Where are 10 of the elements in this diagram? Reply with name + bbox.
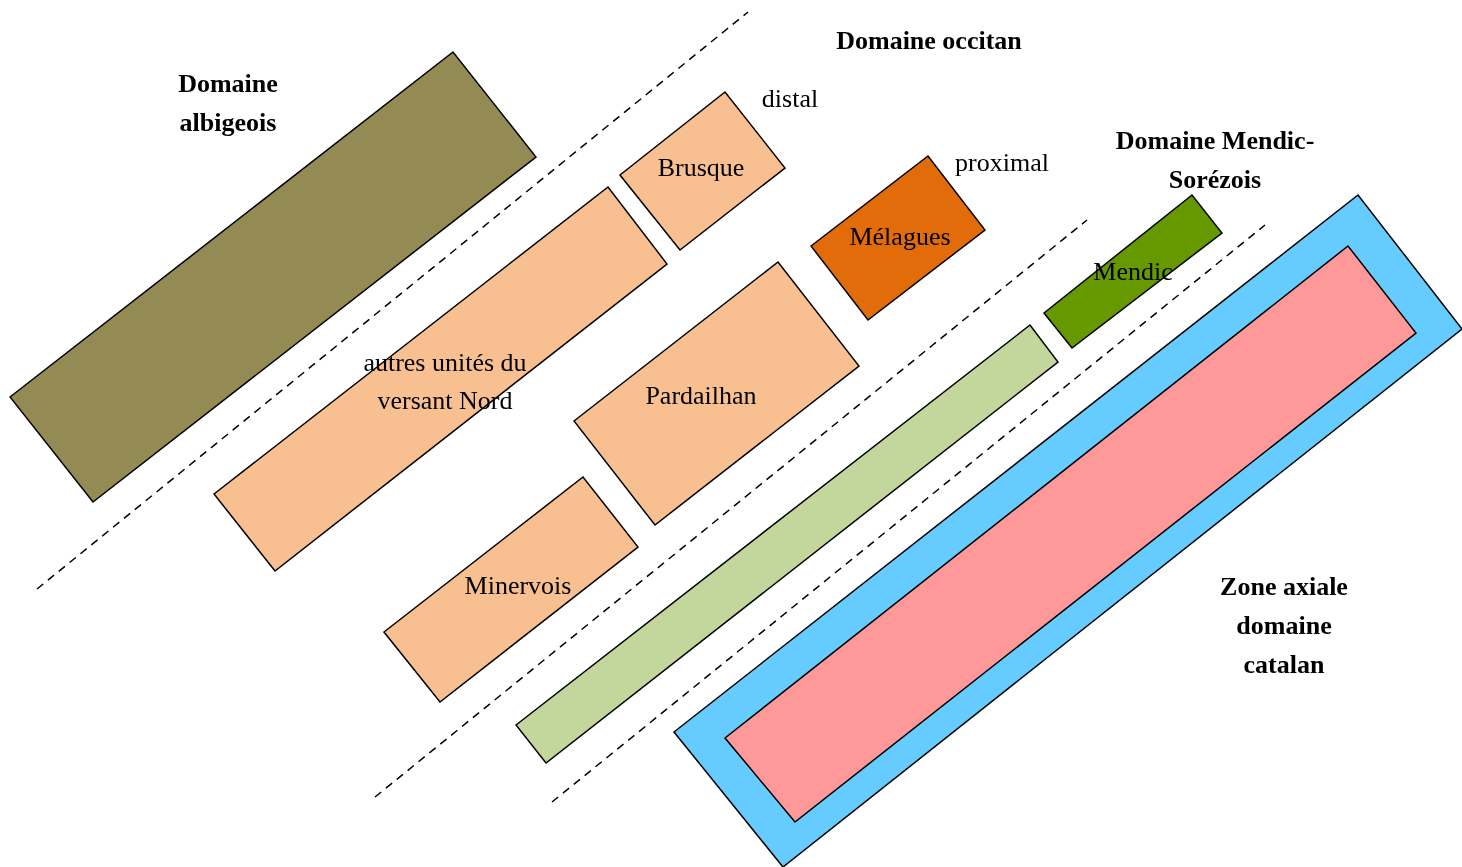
position-label: proximal <box>955 146 1049 179</box>
domain-title: Domaine albigeois <box>177 68 279 139</box>
domain-title: Zone axiale domaine catalan <box>1219 570 1349 681</box>
unit-name: Pardailhan <box>645 380 757 412</box>
domain-title: Domaine occitan <box>836 24 1022 57</box>
unit-name: Minervois <box>464 570 572 602</box>
unit-name: Mélagues <box>849 221 951 253</box>
unit-name: Brusque <box>657 152 745 184</box>
domain-title: Domaine Mendic-Sorézois <box>1114 125 1316 196</box>
position-label: distal <box>761 82 819 115</box>
